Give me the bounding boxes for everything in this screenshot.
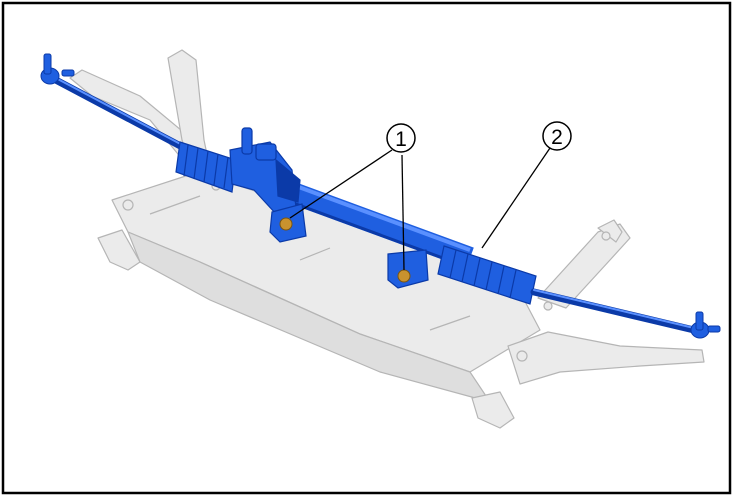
left-boot <box>175 141 237 193</box>
left-tie-rod <box>48 74 192 154</box>
right-tie-rod-end <box>690 311 721 339</box>
callout-1: 1 <box>289 123 416 271</box>
left-tie-rod-end <box>40 53 75 85</box>
right-boot <box>437 245 537 305</box>
callout-1-leader-b <box>401 154 405 271</box>
callout-2-circle <box>542 121 572 151</box>
callout-2: 2 <box>481 121 572 249</box>
right-bolt <box>397 269 411 283</box>
right-tie-rod <box>530 288 698 334</box>
callout-1-leader-a <box>289 149 393 219</box>
callout-2-label: 2 <box>551 126 563 149</box>
callout-2-leader <box>481 147 551 249</box>
pinion-housing <box>229 127 301 215</box>
steering-rack <box>40 53 721 339</box>
callout-1-circle <box>386 123 416 153</box>
left-bolt <box>279 217 293 231</box>
callout-1-label: 1 <box>395 128 407 151</box>
